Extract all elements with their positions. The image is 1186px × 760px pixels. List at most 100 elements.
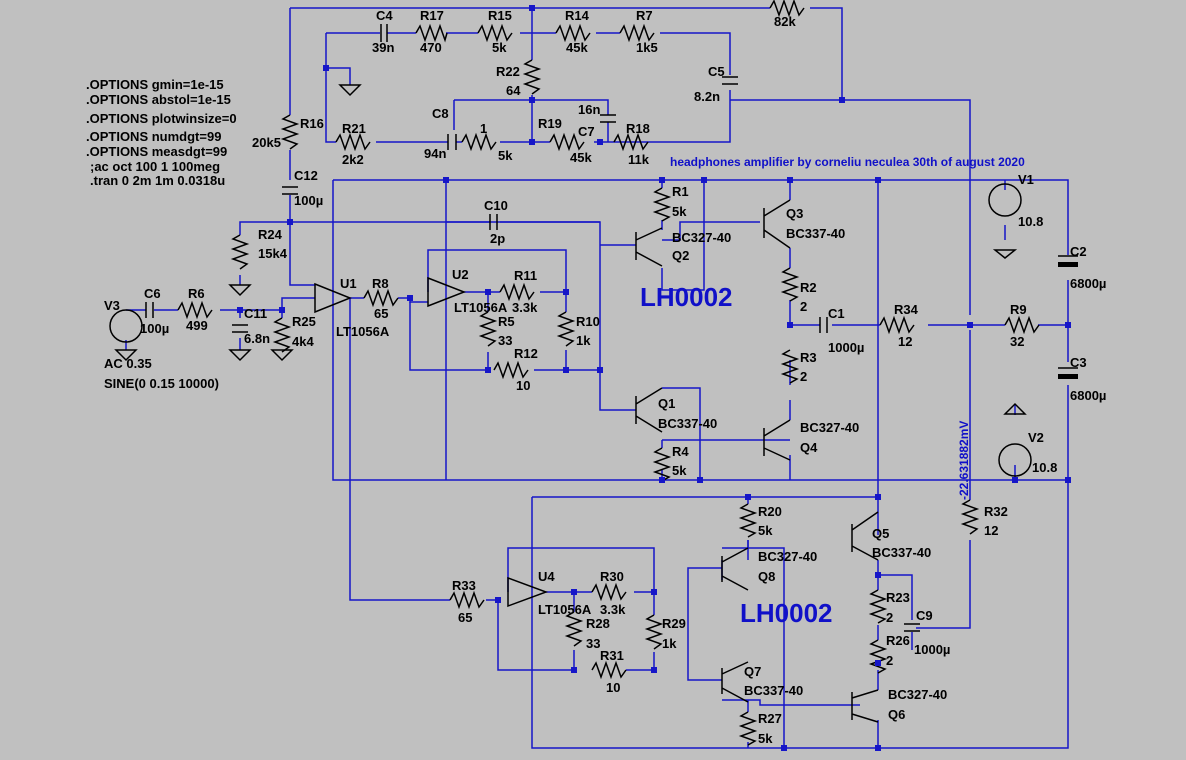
component-name: R25 xyxy=(292,314,316,329)
component-value: 1 xyxy=(480,121,487,136)
component-name: Q6 xyxy=(888,707,905,722)
component-value: 5k xyxy=(758,523,773,538)
component-name: R8 xyxy=(372,276,389,291)
component-value: 2 xyxy=(800,299,807,314)
directive-line: .OPTIONS abstol=1e-15 xyxy=(86,92,231,107)
component-value: 12 xyxy=(898,334,912,349)
component-name: R30 xyxy=(600,569,624,584)
component-value: 2p xyxy=(490,231,505,246)
component-value: 20k5 xyxy=(252,135,281,150)
component-name: U1 xyxy=(340,276,357,291)
component-name: R26 xyxy=(886,633,910,648)
component-value: 6800µ xyxy=(1070,388,1106,403)
component-value: 2k2 xyxy=(342,152,364,167)
component-value: 4k4 xyxy=(292,334,314,349)
component-value: BC337-40 xyxy=(658,416,717,431)
component-name: R1 xyxy=(672,184,689,199)
component-value: 100µ xyxy=(294,193,323,208)
chip-label-top: LH0002 xyxy=(640,282,733,312)
component-name: R31 xyxy=(600,648,624,663)
component-name: Q8 xyxy=(758,569,775,584)
component-value: 64 xyxy=(506,83,521,98)
component-name: C1 xyxy=(828,306,845,321)
component-value: 94n xyxy=(424,146,446,161)
component-name: R12 xyxy=(514,346,538,361)
component-labels: C439nR17470R155kR1445kR71k5R2264C58.2nR1… xyxy=(140,8,1106,746)
ground-symbols xyxy=(114,84,1027,415)
component-name: R10 xyxy=(576,314,600,329)
component-name: R16 xyxy=(300,116,324,131)
wires xyxy=(125,7,1069,749)
component-value: 45k xyxy=(570,150,592,165)
component-value: 3.3k xyxy=(600,602,626,617)
component-value: 5k xyxy=(498,148,513,163)
component-value: 45k xyxy=(566,40,588,55)
component-name: R20 xyxy=(758,504,782,519)
component-name: R11 xyxy=(514,268,537,283)
component-value: 100µ xyxy=(140,321,169,336)
source-v3-ac: AC 0.35 xyxy=(104,356,152,371)
component-value: 470 xyxy=(420,40,442,55)
component-value: 2 xyxy=(886,653,893,668)
component-name: R22 xyxy=(496,64,520,79)
component-name: R23 xyxy=(886,590,910,605)
component-name: R3 xyxy=(800,350,817,365)
component-name: V2 xyxy=(1028,430,1044,445)
component-value: 1000µ xyxy=(828,340,864,355)
component-name: C10 xyxy=(484,198,508,213)
component-value: BC327-40 xyxy=(672,230,731,245)
component-name: R29 xyxy=(662,616,686,631)
resistors xyxy=(177,0,1040,746)
transistors xyxy=(635,199,879,723)
directive-line: .tran 0 2m 1m 0.0318u xyxy=(90,173,225,188)
capacitors xyxy=(145,24,1078,632)
component-name: R33 xyxy=(452,578,476,593)
junction-dots xyxy=(237,5,1071,751)
component-value: 39n xyxy=(372,40,394,55)
component-value: 2 xyxy=(800,369,807,384)
component-value: 1000µ xyxy=(914,642,950,657)
component-name: C4 xyxy=(376,8,393,23)
component-value: 8.2n xyxy=(694,89,720,104)
component-value: 10.8 xyxy=(1032,460,1057,475)
component-name: R6 xyxy=(188,286,205,301)
component-name: R17 xyxy=(420,8,444,23)
component-value: 11k xyxy=(628,152,650,167)
component-name: C8 xyxy=(432,106,449,121)
component-value: 6800µ xyxy=(1070,276,1106,291)
component-value: BC337-40 xyxy=(786,226,845,241)
source-v3-sine: SINE(0 0.15 10000) xyxy=(104,376,219,391)
voltage-sources xyxy=(109,183,1032,477)
component-value: 16n xyxy=(578,102,600,117)
component-value: 2 xyxy=(886,610,893,625)
component-value: 6.8n xyxy=(244,331,270,346)
component-name: R32 xyxy=(984,504,1008,519)
component-value: 3.3k xyxy=(512,300,538,315)
component-value: 5k xyxy=(758,731,773,746)
component-value: BC337-40 xyxy=(872,545,931,560)
spice-directives: .OPTIONS gmin=1e-15 .OPTIONS abstol=1e-1… xyxy=(86,77,237,188)
component-value: 65 xyxy=(458,610,472,625)
component-name: C12 xyxy=(294,168,318,183)
component-name: C2 xyxy=(1070,244,1087,259)
component-name: Q7 xyxy=(744,664,761,679)
component-value: 33 xyxy=(586,636,600,651)
component-value: 32 xyxy=(1010,334,1024,349)
component-value: LT1056A xyxy=(454,300,508,315)
component-name: Q2 xyxy=(672,248,689,263)
directive-line: .OPTIONS gmin=1e-15 xyxy=(86,77,224,92)
component-value: 33 xyxy=(498,333,512,348)
directive-line: ;ac oct 100 1 100meg xyxy=(90,159,220,174)
component-name: R7 xyxy=(636,8,653,23)
component-value: BC337-40 xyxy=(744,683,803,698)
component-name: R34 xyxy=(894,302,919,317)
component-value: 5k xyxy=(492,40,507,55)
component-value: 82k xyxy=(774,14,796,29)
component-value: BC327-40 xyxy=(800,420,859,435)
schematic-title: headphones amplifier by corneliu neculea… xyxy=(670,155,1025,169)
component-name: C11 xyxy=(244,306,267,321)
component-value: LT1056A xyxy=(538,602,592,617)
component-name: C5 xyxy=(708,64,725,79)
component-name: Q5 xyxy=(872,526,889,541)
